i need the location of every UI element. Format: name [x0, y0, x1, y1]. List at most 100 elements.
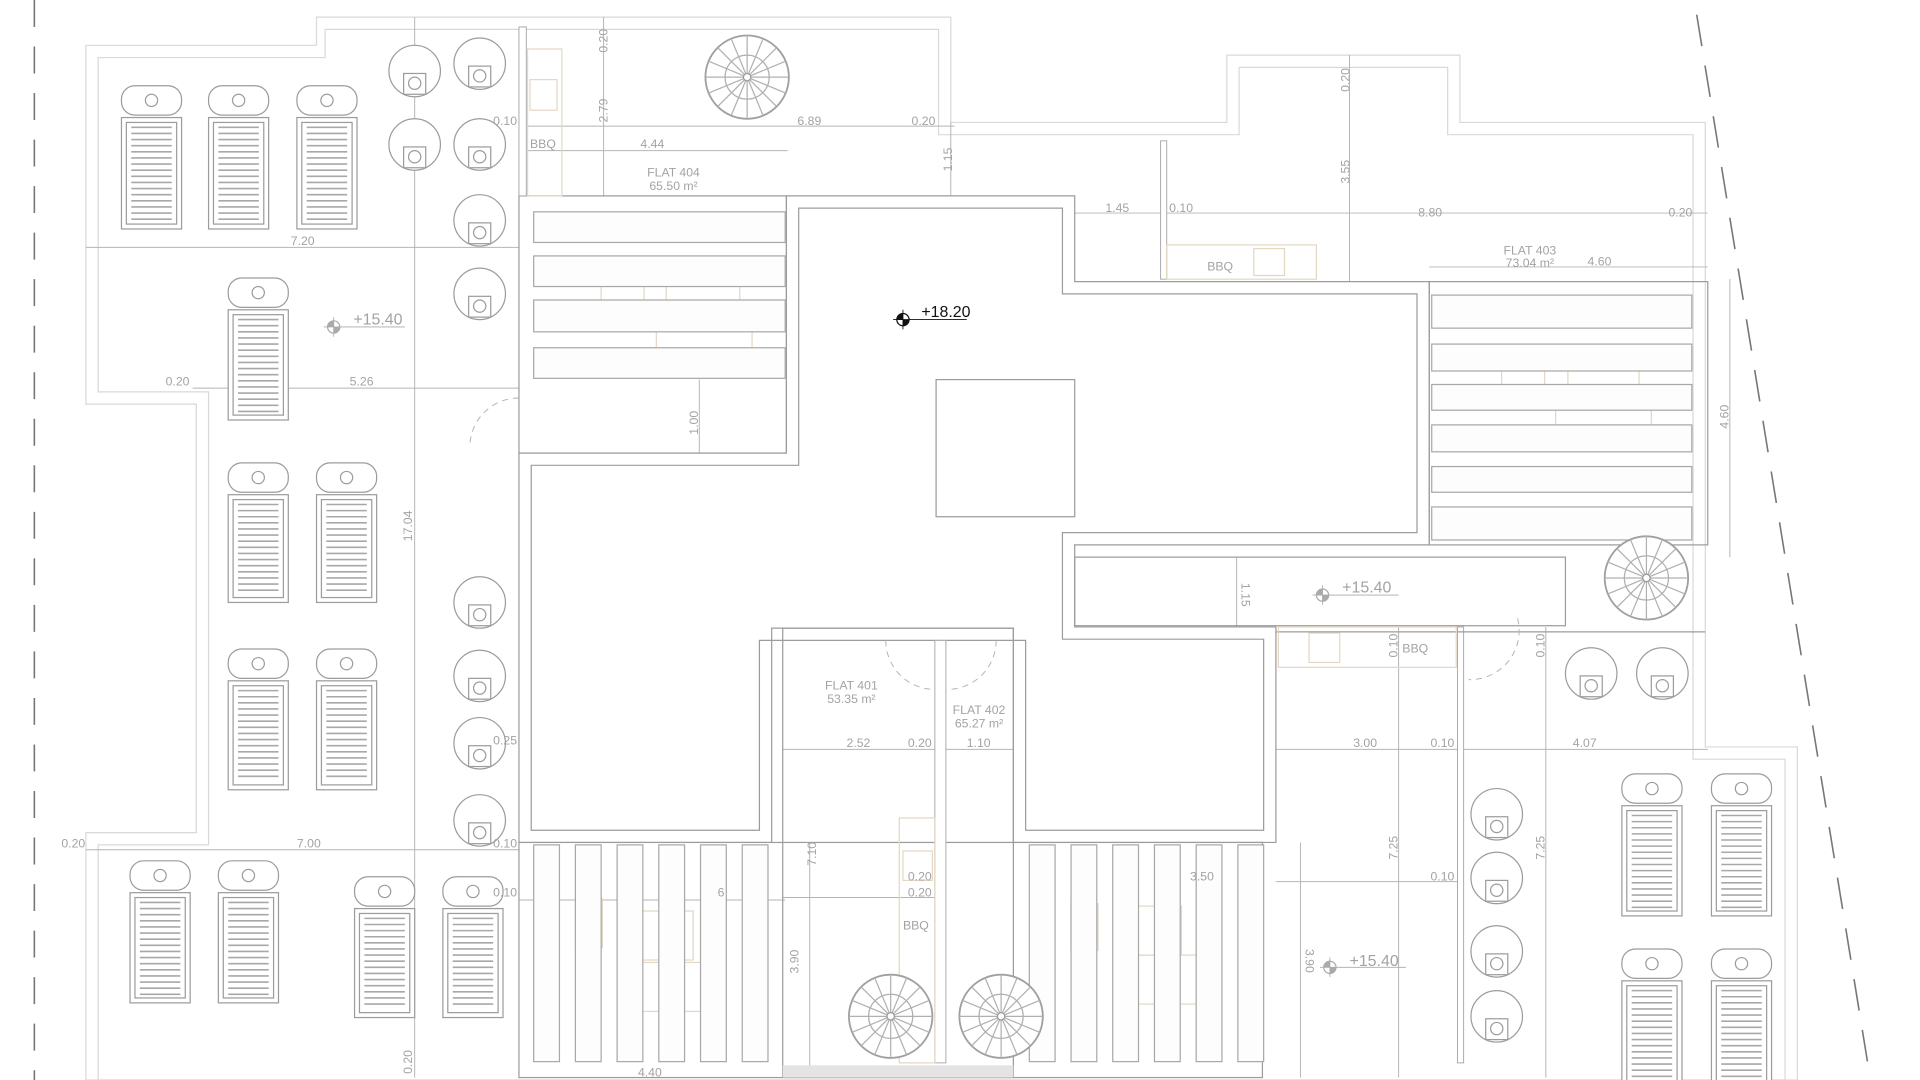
dim-label: 0.20 — [1339, 68, 1353, 92]
sunbed-icon — [1710, 948, 1773, 1080]
level-label: +15.40 — [1342, 580, 1391, 597]
pergola-slat — [1237, 844, 1265, 1063]
sunbeds — [120, 85, 1773, 1080]
bbq-label: BBQ — [1207, 260, 1233, 274]
spiral-stairs — [704, 34, 1690, 1059]
dim-label: 0.25 — [493, 734, 517, 748]
pergola-slat — [533, 844, 561, 1063]
dim-label: 1.15 — [941, 147, 955, 171]
pergola-slat — [1431, 383, 1693, 411]
flat-name: FLAT 402 — [953, 703, 1006, 717]
table-chair-icon — [1564, 647, 1618, 700]
sunbed-icon — [227, 277, 289, 421]
bbq-label: BBQ — [903, 918, 929, 932]
sunbed-icon — [1710, 773, 1773, 917]
sunbed-icon — [227, 462, 289, 604]
table-chair-icon — [453, 194, 507, 247]
dim-label: 3.55 — [1339, 160, 1353, 184]
dim-label: 1.00 — [687, 411, 701, 435]
level-marker-icon — [1320, 957, 1406, 978]
table-chair-icon — [1470, 925, 1524, 978]
roof-outline — [469, 26, 1709, 1079]
site-boundary-right — [1695, 14, 1870, 1068]
terrace-outline — [85, 16, 1798, 1080]
bbq-label: BBQ — [530, 137, 556, 151]
pergola-slat — [699, 844, 727, 1063]
dim-label: 0.20 — [166, 375, 190, 389]
sunbed-icon — [442, 876, 504, 1019]
pergola-slat — [533, 347, 786, 379]
dim-label: 0.10 — [1386, 634, 1400, 658]
dim-label: 3.00 — [1353, 736, 1377, 750]
level-marker-icon — [893, 309, 967, 330]
sunbed-icon — [315, 462, 378, 604]
flat-name: FLAT 401 — [825, 678, 878, 692]
dim-label: 4.60 — [1718, 405, 1732, 429]
dim-label: 4.40 — [638, 1065, 662, 1079]
sunbed-icon — [1621, 948, 1683, 1080]
dim-label: 17.04 — [401, 510, 415, 541]
level-label: +18.20 — [921, 304, 970, 321]
pergola-slat — [533, 255, 786, 288]
dim-label: 0.10 — [493, 114, 517, 128]
sunbed-icon — [207, 85, 270, 230]
dim-label: 0.10 — [1430, 869, 1454, 883]
level-marker-icon — [1312, 585, 1399, 605]
pergola-slat — [1431, 343, 1693, 372]
bbq-labels: BBQ BBQ BBQ BBQ — [530, 137, 1428, 932]
pergola-slat — [658, 844, 686, 1063]
table-chair-icon — [453, 794, 507, 847]
flat-area: 53.35 m² — [827, 692, 875, 706]
table-chair-icon — [1470, 851, 1524, 905]
dim-label: 8.80 — [1418, 206, 1442, 220]
level-marker-icon — [323, 317, 405, 337]
dim-label: 7.25 — [1534, 836, 1548, 860]
dim-label: 0.10 — [1169, 201, 1193, 215]
pergola-slat — [1153, 844, 1181, 1063]
dim-label: 0.20 — [908, 869, 932, 883]
sunbed-icon — [353, 876, 416, 1019]
sunbed-icon — [296, 85, 358, 230]
table-chair-icon — [453, 716, 507, 770]
table-chair-icon — [453, 118, 507, 171]
dim-label: 6.89 — [797, 114, 821, 128]
dim-label: 0.20 — [908, 885, 932, 899]
dim-label: 0.10 — [1534, 634, 1548, 658]
level-label: +15.40 — [1350, 953, 1399, 970]
dim-label: 7.10 — [805, 842, 819, 866]
dim-label: 3.90 — [1302, 949, 1316, 973]
dim-label: 0.10 — [1430, 736, 1454, 750]
dim-label: 0.20 — [596, 29, 610, 53]
sunbed-icon — [217, 860, 280, 1004]
spiral-stair-icon — [704, 34, 790, 120]
table-chair-icon — [1470, 990, 1524, 1043]
flat-area: 65.50 m² — [649, 179, 697, 193]
dim-label: 0.20 — [401, 1050, 415, 1074]
dim-label: 0.20 — [912, 114, 936, 128]
dim-label: 2.52 — [847, 736, 871, 750]
pergola-slat — [1431, 294, 1693, 329]
pergola-slat — [1195, 844, 1223, 1063]
sunbed-icon — [1621, 773, 1683, 917]
dim-label: 0.20 — [908, 736, 932, 750]
pergola-slat — [1112, 844, 1140, 1063]
pergola-slat — [533, 299, 786, 333]
roof-skylight — [935, 378, 1076, 518]
dim-label: 5.26 — [350, 375, 374, 389]
table-chair-icon — [453, 576, 507, 629]
spiral-stair-icon — [958, 973, 1044, 1059]
pergola-slat — [1070, 844, 1098, 1063]
sunbed-icon — [227, 648, 289, 791]
flat-labels: FLAT 404 65.50 m² FLAT 403 73.04 m² FLAT… — [647, 165, 1556, 730]
flat-area: 73.04 m² — [1506, 256, 1554, 270]
dim-label: 0.10 — [493, 885, 517, 899]
spiral-stair-icon — [848, 973, 934, 1059]
sunbed-icon — [129, 860, 191, 1004]
table-chair-icon — [388, 118, 442, 171]
dim-label: 7.20 — [291, 234, 315, 248]
pergola-slat — [616, 844, 644, 1063]
dim-label: 3.50 — [1190, 869, 1214, 883]
bbq-label: BBQ — [1402, 642, 1428, 656]
table-chair-icon — [453, 649, 507, 703]
table-chair-icon — [1470, 787, 1524, 841]
